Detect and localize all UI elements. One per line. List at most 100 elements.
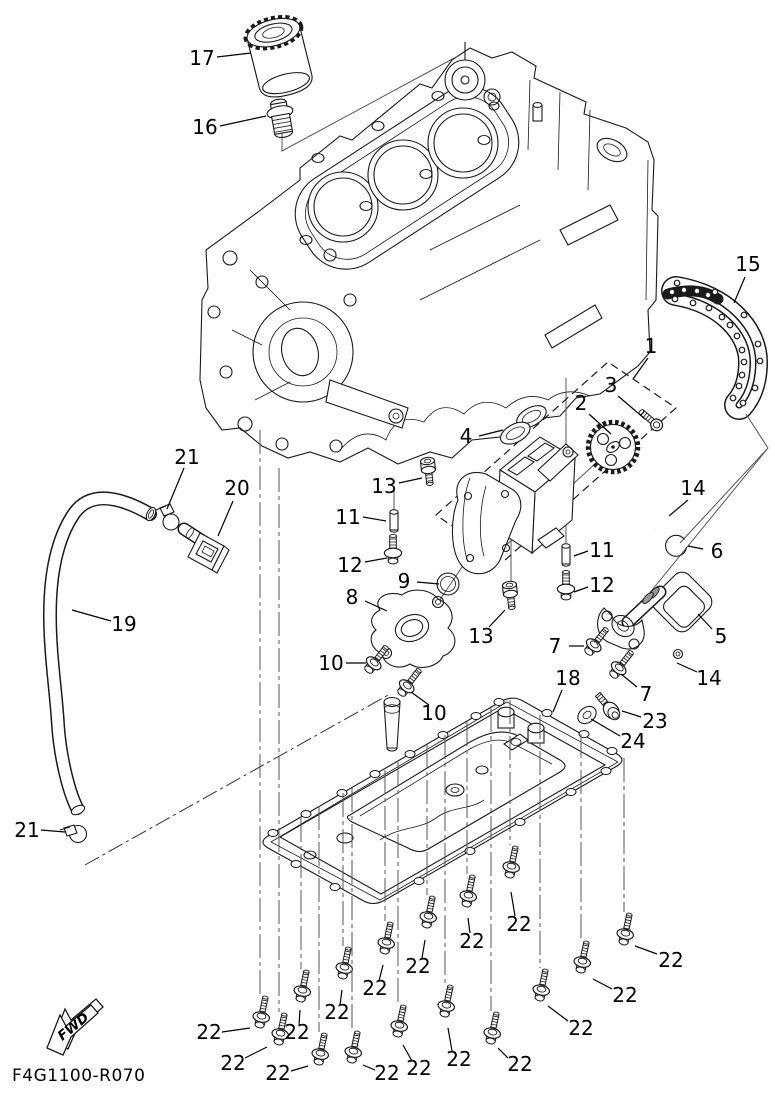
pan-bolt-22 [457, 872, 482, 910]
callout-leader [590, 718, 621, 737]
pan-rim-holes [267, 698, 618, 891]
pan-bolt-22 [388, 1002, 413, 1040]
callout-leader [488, 609, 506, 628]
callout-leader [378, 964, 384, 982]
callout-label-5: 5 [715, 624, 728, 648]
callout-label-1: 1 [645, 334, 658, 358]
right-face-details [339, 79, 649, 451]
callout-label-11: 11 [589, 538, 614, 562]
callout-leader [216, 52, 252, 58]
callout-label-20: 20 [224, 476, 249, 500]
callout-label-16: 16 [192, 115, 217, 139]
pan-bolt-22 [342, 1028, 367, 1066]
callout-leader [620, 673, 638, 688]
bolt-23 [594, 691, 621, 721]
dowel-pin-11-right [561, 543, 571, 567]
oil-pan-drawing [262, 696, 623, 905]
pan-bolt-22 [614, 910, 639, 948]
hose-clamp-21-lower [59, 824, 88, 844]
drawing-code: F4G1100-R070 [12, 1066, 145, 1086]
sprocket-bolt-3 [638, 409, 664, 432]
pan-bolt-22 [571, 938, 596, 976]
assembly-dashed-box [435, 361, 677, 562]
callout-label-12: 12 [589, 573, 614, 597]
callout-label-14: 14 [696, 666, 721, 690]
callout-leader [547, 1005, 569, 1022]
callout-label-22: 22 [446, 1047, 471, 1071]
pan-bolt-22 [250, 993, 275, 1031]
callout-label-19: 19 [111, 612, 136, 636]
bolt-13-right [501, 580, 520, 611]
c-clip-6 [665, 534, 688, 557]
callout-leader [447, 1027, 453, 1052]
callout-leader [410, 691, 430, 706]
callout-leader [617, 395, 646, 420]
top-boss [444, 42, 543, 122]
fwd-arrow: FWD [46, 998, 104, 1056]
left-fittings-drawing [359, 456, 520, 701]
callout-leader [632, 357, 649, 380]
callout-label-10: 10 [421, 701, 446, 725]
callout-label-12: 12 [337, 553, 362, 577]
callout-leader [668, 499, 689, 517]
callout-label-23: 23 [642, 709, 667, 733]
oil-pump-body [451, 436, 579, 575]
pan-bolt-22 [500, 843, 525, 881]
callout-label-22: 22 [406, 1056, 431, 1080]
callout-leader [221, 1027, 251, 1033]
callout-label-22: 22 [459, 929, 484, 953]
half-clip-14-lower [647, 648, 684, 672]
callout-leader [573, 586, 589, 593]
callout-leader [298, 1009, 301, 1026]
pan-outlet-spout [383, 696, 401, 752]
callout-leader [166, 467, 185, 510]
pan-bolt-22 [530, 966, 555, 1004]
cylinder-bores [307, 107, 499, 243]
callout-leader [676, 662, 698, 673]
pan-bolt-22 [481, 1009, 506, 1047]
callout-label-8: 8 [346, 585, 359, 609]
pan-bolt-22 [291, 967, 316, 1005]
callout-leader [219, 115, 267, 127]
oil-hose-drawing [42, 491, 230, 844]
callout-label-22: 22 [220, 1051, 245, 1075]
callout-label-7: 7 [640, 682, 653, 706]
pan-bolt-22 [417, 893, 442, 931]
callout-label-14: 14 [680, 476, 705, 500]
callout-label-4: 4 [460, 424, 473, 448]
callout-label-22: 22 [324, 1000, 349, 1024]
oil-filter-drawing [243, 14, 313, 98]
callout-label-22: 22 [506, 912, 531, 936]
pump-sprocket-2 [585, 419, 641, 475]
hose-joint-20 [177, 522, 230, 574]
callout-label-6: 6 [711, 539, 724, 563]
o-ring-9 [436, 572, 460, 596]
engine-block-drawing [199, 42, 659, 465]
callout-label-18: 18 [555, 666, 580, 690]
callout-label-2: 2 [575, 391, 588, 415]
callout-leader [40, 829, 66, 833]
callout-label-22: 22 [362, 976, 387, 1000]
callout-label-17: 17 [189, 46, 214, 70]
callout-leader [416, 581, 440, 585]
callout-layer: 1716151324146131112981010131112571471823… [14, 46, 760, 1085]
callout-label-22: 22 [374, 1061, 399, 1085]
chain-links [669, 279, 764, 407]
callout-label-22: 22 [658, 948, 683, 972]
callout-leader [573, 550, 589, 557]
callout-leader [733, 276, 746, 304]
callout-leader [592, 978, 613, 990]
callout-label-22: 22 [405, 954, 430, 978]
callout-label-22: 22 [284, 1020, 309, 1044]
callout-label-9: 9 [398, 569, 411, 593]
callout-leader [362, 1064, 376, 1071]
half-clip-14-upper [652, 508, 686, 531]
oil-filter-union-drawing [266, 98, 294, 139]
callout-leader [552, 689, 563, 713]
callout-leader [217, 500, 234, 537]
oil-strainer-8 [370, 589, 456, 668]
timing-chain-drawing [661, 276, 769, 420]
oil-pump-assembly-drawing [435, 361, 677, 575]
callout-label-21: 21 [174, 445, 199, 469]
